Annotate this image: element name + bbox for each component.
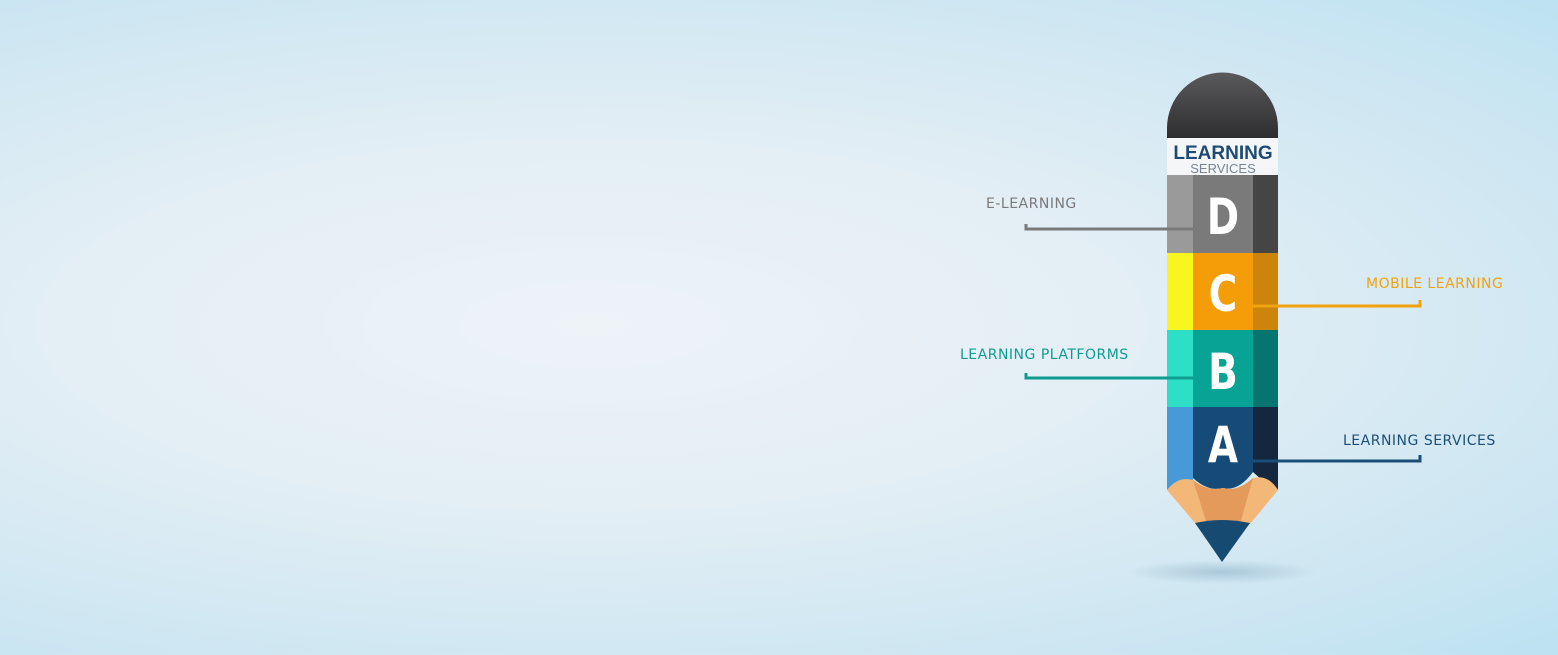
pencil-eraser-cap [1167, 72, 1278, 138]
pencil-lead [1195, 520, 1250, 562]
pencil-subtitle: SERVICES [1190, 161, 1256, 176]
e-learning-connector [1024, 224, 1193, 231]
segment-b-right-face [1253, 330, 1278, 407]
segment-c-left-face [1167, 253, 1193, 330]
segment-d: D [1167, 175, 1278, 253]
segment-a-center-face [1193, 407, 1253, 489]
segment-b-center-face [1193, 330, 1253, 407]
segment-a-letter: A [1208, 415, 1238, 474]
segment-d-right-face [1253, 175, 1278, 253]
learning-platforms-connector [1024, 373, 1193, 380]
segment-d-left-face [1167, 175, 1193, 253]
segment-d-center-face [1193, 175, 1253, 253]
segment-b-letter: B [1208, 342, 1238, 401]
segment-c-letter: C [1209, 264, 1238, 323]
segment-b: B [1167, 330, 1278, 407]
learning-services-connector [1253, 455, 1422, 463]
segment-c: C [1167, 253, 1278, 330]
learning-platforms-label: LEARNING PLATFORMS [960, 347, 1129, 363]
pencil-title: LEARNING [1173, 143, 1272, 164]
segment-a-right-face [1253, 407, 1278, 490]
learning-services-label: LEARNING SERVICES [1343, 433, 1496, 449]
segment-d-letter: D [1207, 187, 1239, 246]
segment-a-left-face [1167, 407, 1193, 490]
mobile-learning-connector [1253, 300, 1422, 308]
segment-b-left-face [1167, 330, 1193, 407]
pencil-wood-tip-shade [1193, 478, 1253, 524]
e-learning-label: E-LEARNING [986, 196, 1077, 212]
segment-a: A [1167, 407, 1278, 490]
segment-c-center-face [1193, 253, 1253, 330]
pencil-shadow [1127, 560, 1317, 584]
mobile-learning-label: MOBILE LEARNING [1366, 276, 1504, 292]
pencil-ferrule [1167, 138, 1278, 176]
segment-c-right-face [1253, 253, 1278, 330]
